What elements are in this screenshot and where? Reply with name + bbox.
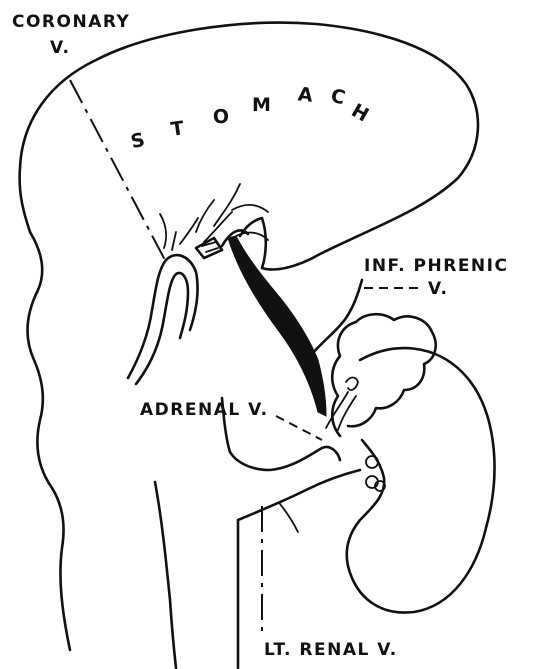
inf-phrenic-vein-collateral: [228, 236, 326, 416]
inf-phrenic-label-line1: INF. PHRENIC: [364, 258, 508, 275]
stomach-letter-o: O: [212, 105, 230, 128]
coronary-label-line1: CORONARY: [12, 14, 130, 31]
renal-vein-lower-outline: [230, 447, 340, 470]
inf-phrenic-label-line2: V.: [428, 281, 448, 298]
stomach-letter-a: A: [297, 83, 314, 106]
hilum-vessel-1: [366, 456, 378, 468]
left-body-outline: [28, 232, 70, 650]
midline-structure-left: [155, 482, 176, 668]
adrenal-gland-outline: [332, 314, 435, 436]
renal-vein-upper: [238, 470, 360, 520]
renal-vein-branch: [280, 504, 298, 532]
renal-label: LT. RENAL V.: [264, 642, 398, 659]
adrenal-leader-line: [276, 416, 322, 440]
adrenal-vein-tip: [346, 378, 358, 391]
adrenal-label: ADRENAL V.: [140, 402, 269, 419]
coronary-vein-loop-outer: [128, 255, 198, 378]
stomach-letter-m: M: [252, 94, 271, 116]
kidney-outline: [347, 348, 495, 612]
adrenal-vein-segment: [326, 392, 356, 430]
coronary-vein-loop-inner: [136, 273, 188, 384]
coronary-label-line2: V.: [50, 40, 70, 57]
coronary-leader-line: [70, 80, 166, 262]
